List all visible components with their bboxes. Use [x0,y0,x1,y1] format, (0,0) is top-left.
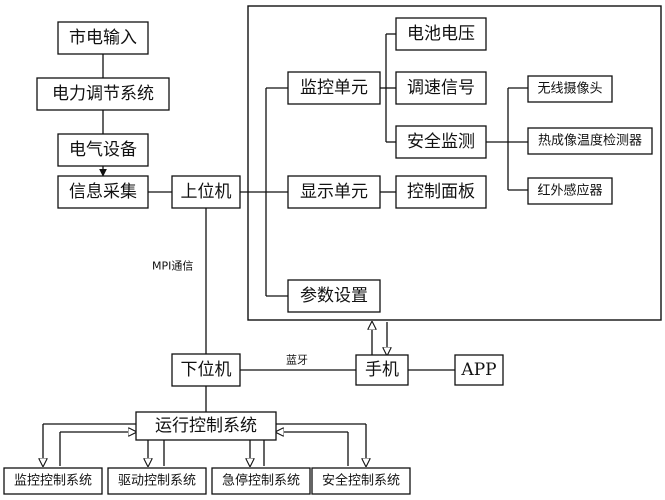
power-regulation-label: 电力调节系统 [52,84,154,104]
power-regulation-box [36,77,170,111]
speed-signal-label: 调速信号 [407,78,475,98]
operation-control-label: 运行控制系统 [155,416,257,436]
monitor-control-box [3,467,103,495]
monitor-unit-label: 监控单元 [300,78,368,98]
bluetooth-edge-label: 蓝牙 [286,354,308,367]
lower-pc-label: 下位机 [181,360,232,380]
host-pc-label: 上位机 [181,182,232,202]
drive-control-box [107,467,207,495]
infrared-sensor-label: 红外感应器 [537,183,602,199]
thermal-detector-label: 热成像温度检测器 [538,133,642,149]
battery-voltage-box [395,17,487,51]
control-panel-box [395,175,487,209]
safety-monitoring-box [395,125,487,159]
display-unit-box [287,175,381,209]
upper-subsystem-frame [247,5,662,321]
param-setting-box [287,279,381,313]
emergency-stop-label: 急停控制系统 [222,473,300,489]
safety-control-box [311,467,411,495]
phone-label: 手机 [365,360,399,380]
monitor-control-label: 监控控制系统 [14,474,92,489]
safety-monitoring-label: 安全监测 [407,132,475,152]
drive-control-label: 驱动控制系统 [118,474,196,489]
app-label: APP [460,360,496,380]
lower-pc-box [171,353,241,387]
mains-input-label: 市电输入 [69,28,137,48]
info-collection-label: 信息采集 [69,182,137,202]
host-pc-box [171,175,241,209]
battery-voltage-label: 电池电压 [407,24,475,44]
electrical-equipment-label: 电气设备 [69,140,137,160]
electrical-equipment-box [57,133,149,167]
mpi-edge-label: MPI通信 [152,260,193,273]
app-box [454,354,504,386]
emergency-stop-box [211,467,311,495]
infrared-sensor-box [527,177,613,205]
phone-box [355,354,409,386]
monitor-unit-box [287,71,381,105]
speed-signal-box [395,71,487,105]
connector-lines [43,33,528,466]
thermal-detector-box [527,127,653,155]
operation-control-box [135,411,277,441]
wireless-camera-box [527,75,613,103]
mains-input-box [57,21,149,55]
safety-control-label: 安全控制系统 [322,473,400,489]
display-unit-label: 显示单元 [300,182,368,202]
param-setting-label: 参数设置 [300,286,368,306]
info-collection-box [57,175,149,209]
wireless-camera-label: 无线摄像头 [537,82,602,97]
control-panel-label: 控制面板 [407,182,475,202]
